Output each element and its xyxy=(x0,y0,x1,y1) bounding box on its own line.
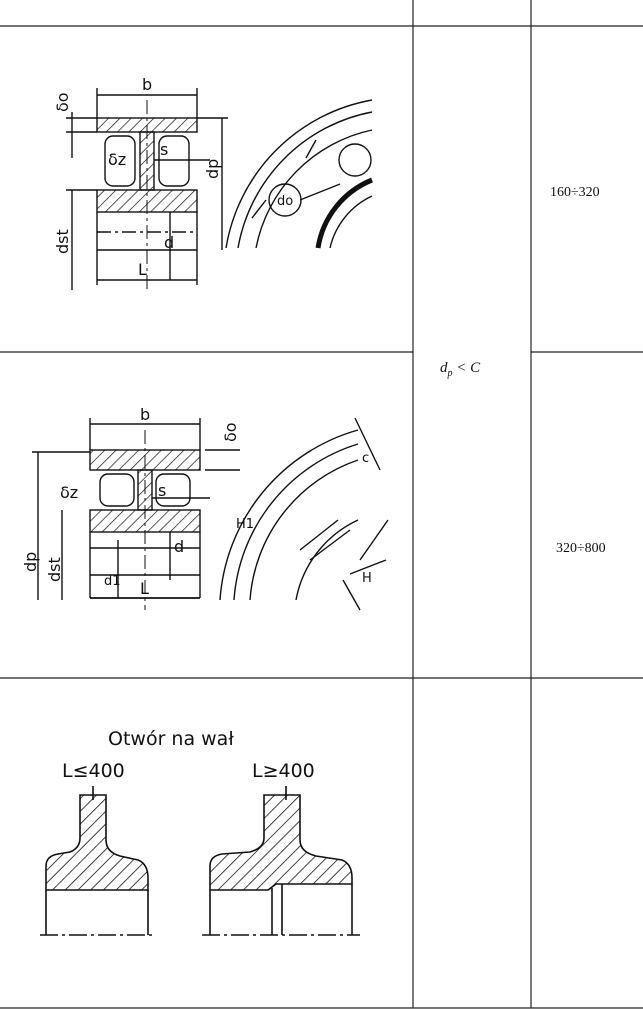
cropped-header-row xyxy=(0,0,413,10)
dim-s-label-2: s xyxy=(158,481,166,500)
shaft-bore-title: Otwór na wał xyxy=(108,728,234,750)
dim-d-label: d xyxy=(164,233,174,252)
dim-delta-o-label: δo xyxy=(53,92,72,112)
right-caption: L≥400 xyxy=(252,760,315,782)
dim-c-label-2: c xyxy=(362,451,369,466)
left-caption: L≤400 xyxy=(62,760,125,782)
dim-b-label-2: b xyxy=(140,405,150,424)
dim-d1-label-2: d1 xyxy=(104,574,121,589)
dim-delta-z-label: δz xyxy=(108,150,126,169)
dim-delta-o-label-2: δo xyxy=(221,422,240,442)
range-row-1: 160÷320 xyxy=(550,185,600,200)
dim-d-label-2: d xyxy=(174,537,184,556)
dim-b-label: b xyxy=(142,75,152,94)
condition-rest: < C xyxy=(452,360,481,376)
dim-s-label: s xyxy=(160,140,168,159)
dim-do-label: do xyxy=(277,194,293,209)
condition-formula: dp < C xyxy=(440,360,480,379)
dim-dp-label: dp xyxy=(203,159,222,179)
dim-dp-label-2: dp xyxy=(21,552,40,572)
wheel-figure-1: b s δz L d dp dst δo do xyxy=(53,75,373,290)
dim-dst-label: dst xyxy=(53,229,72,254)
dim-H-label-2: H xyxy=(362,571,372,586)
wheel-figure-2: b s δz L d d1 dp dst δo c H1 H xyxy=(21,405,389,611)
shaft-bore-figure: Otwór na wał L≤400 L≥400 xyxy=(40,728,360,936)
dim-delta-z-label-2: δz xyxy=(60,483,78,502)
dim-L-label-2: L xyxy=(140,579,149,598)
range-row-2: 320÷800 xyxy=(556,541,606,556)
condition-sub: p xyxy=(447,368,453,379)
dim-dst-label-2: dst xyxy=(45,557,64,582)
dim-L-label: L xyxy=(138,260,147,279)
dim-H1-label-2: H1 xyxy=(236,517,254,532)
condition-base: d xyxy=(440,360,448,376)
